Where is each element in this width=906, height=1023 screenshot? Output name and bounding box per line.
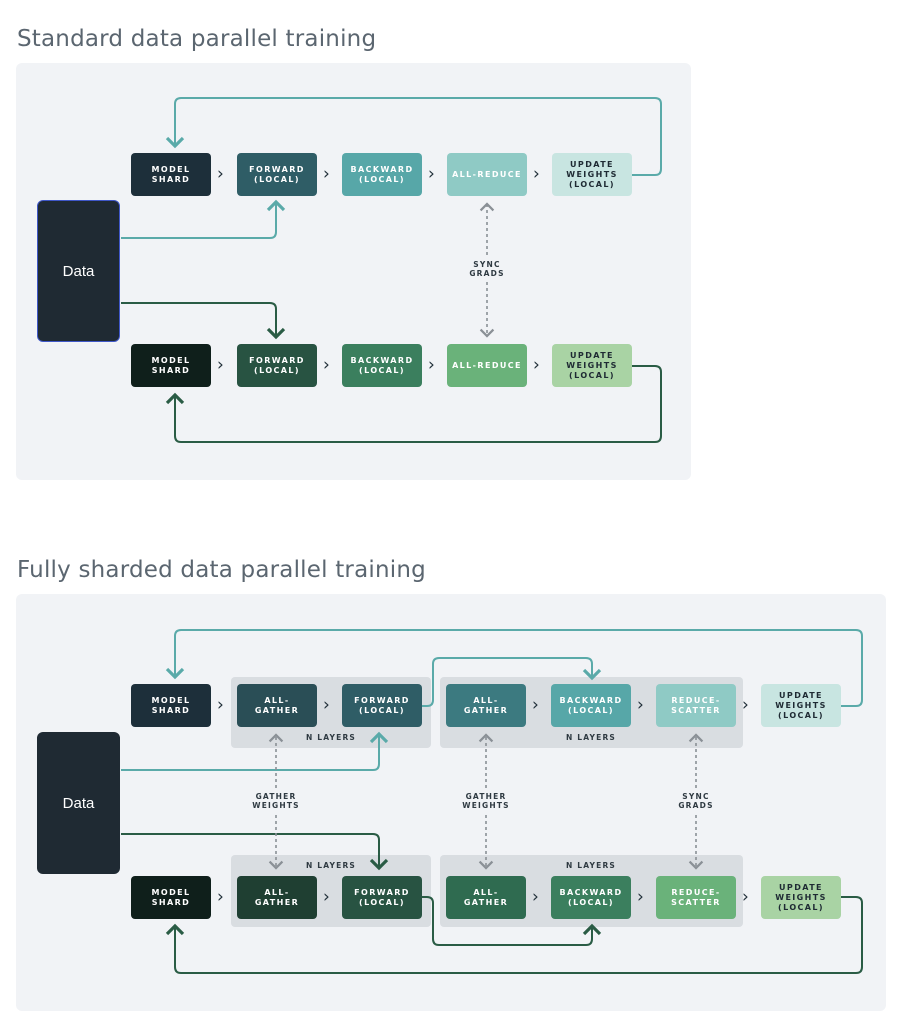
fsdp-top-all-gather-2: ALL- GATHER [446, 684, 526, 727]
std-sync-grads-label: SYNC GRADS [469, 260, 505, 278]
chevron-right-icon: › [323, 355, 330, 375]
std-bottom-update-weights: UPDATE WEIGHTS (LOCAL) [552, 344, 632, 387]
chevron-right-icon: › [217, 887, 224, 907]
fsdp-data-box: Data [37, 732, 120, 874]
fsdp-gather-weights-label-1: GATHER WEIGHTS [252, 792, 300, 810]
fsdp-top-forward: FORWARD (LOCAL) [342, 684, 422, 727]
chevron-right-icon: › [217, 695, 224, 715]
fsdp-top-update-weights: UPDATE WEIGHTS (LOCAL) [761, 684, 841, 727]
fsdp-top-reduce-scatter: REDUCE- SCATTER [656, 684, 736, 727]
std-top-all-reduce: ALL-REDUCE [447, 153, 527, 196]
std-data-to-forward-bottom-arrow [121, 302, 286, 340]
chevron-right-icon: › [742, 695, 749, 715]
chevron-right-icon: › [533, 164, 540, 184]
std-top-backward: BACKWARD (LOCAL) [342, 153, 422, 196]
fsdp-forward-to-backward-top-arrow [422, 657, 602, 707]
std-top-loop-arrow [165, 97, 662, 176]
std-data-box: Data [37, 200, 120, 342]
chevron-right-icon: › [323, 887, 330, 907]
standard-panel [16, 63, 691, 480]
fsdp-top-n-layers-1: N LAYERS [305, 733, 357, 742]
fsdp-gather-weights-label-2: GATHER WEIGHTS [462, 792, 510, 810]
fsdp-forward-to-backward-bottom-arrow [422, 896, 602, 946]
fsdp-bottom-all-gather-1: ALL- GATHER [237, 876, 317, 919]
fsdp-bottom-forward: FORWARD (LOCAL) [342, 876, 422, 919]
fsdp-bottom-backward: BACKWARD (LOCAL) [551, 876, 631, 919]
fsdp-top-model-shard: MODEL SHARD [131, 684, 211, 727]
fsdp-section-title: Fully sharded data parallel training [17, 557, 426, 583]
chevron-right-icon: › [532, 695, 539, 715]
chevron-right-icon: › [637, 887, 644, 907]
std-bottom-all-reduce: ALL-REDUCE [447, 344, 527, 387]
fsdp-top-all-gather-1: ALL- GATHER [237, 684, 317, 727]
std-bottom-backward: BACKWARD (LOCAL) [342, 344, 422, 387]
std-top-forward: FORWARD (LOCAL) [237, 153, 317, 196]
fsdp-bottom-reduce-scatter: REDUCE- SCATTER [656, 876, 736, 919]
fsdp-top-n-layers-2: N LAYERS [565, 733, 617, 742]
fsdp-top-backward: BACKWARD (LOCAL) [551, 684, 631, 727]
fsdp-bottom-update-weights: UPDATE WEIGHTS (LOCAL) [761, 876, 841, 919]
chevron-right-icon: › [217, 355, 224, 375]
chevron-right-icon: › [428, 164, 435, 184]
chevron-right-icon: › [637, 695, 644, 715]
chevron-right-icon: › [532, 887, 539, 907]
chevron-right-icon: › [742, 887, 749, 907]
chevron-right-icon: › [533, 355, 540, 375]
standard-section-title: Standard data parallel training [17, 26, 377, 52]
fsdp-bottom-loop-arrow [165, 896, 863, 974]
chevron-right-icon: › [323, 695, 330, 715]
fsdp-data-to-forward-bottom-arrow [121, 833, 389, 871]
chevron-right-icon: › [428, 355, 435, 375]
std-bottom-model-shard: MODEL SHARD [131, 344, 211, 387]
chevron-right-icon: › [217, 164, 224, 184]
fsdp-top-loop-arrow [165, 629, 863, 707]
fsdp-sync-grads-label: SYNC GRADS [678, 792, 714, 810]
std-bottom-loop-arrow [165, 365, 662, 443]
chevron-right-icon: › [323, 164, 330, 184]
fsdp-bottom-n-layers-2: N LAYERS [565, 861, 617, 870]
std-data-to-forward-top-arrow [121, 199, 286, 239]
std-bottom-forward: FORWARD (LOCAL) [237, 344, 317, 387]
fsdp-bottom-n-layers-1: N LAYERS [305, 861, 357, 870]
std-top-model-shard: MODEL SHARD [131, 153, 211, 196]
std-top-update-weights: UPDATE WEIGHTS (LOCAL) [552, 153, 632, 196]
fsdp-bottom-model-shard: MODEL SHARD [131, 876, 211, 919]
fsdp-data-to-forward-top-arrow [121, 731, 389, 771]
fsdp-bottom-all-gather-2: ALL- GATHER [446, 876, 526, 919]
